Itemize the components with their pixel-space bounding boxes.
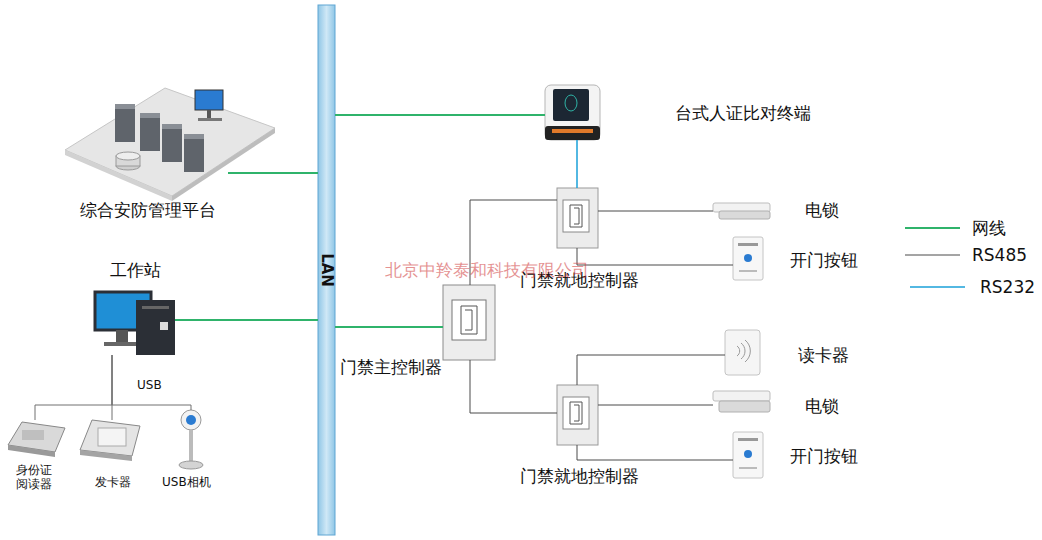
legend-text: 网线 (972, 218, 1006, 238)
workstation-node: 工作站 (95, 292, 175, 355)
main-controller-node: 门禁主控制器 (443, 285, 495, 360)
legend-text: RS232 (980, 277, 1035, 297)
node-label: 开门按钮 (790, 250, 858, 270)
card-issuer-icon (80, 420, 140, 461)
card-reader-icon (725, 330, 760, 375)
connector (112, 355, 191, 410)
node-label: 门禁就地控制器 (520, 466, 639, 486)
main-controller-icon (443, 285, 495, 360)
node-label: 发卡器 (95, 475, 131, 489)
legend-line-sample (905, 255, 960, 256)
platform-node: 综合安防管理平台 (70, 85, 228, 195)
workstation-icon (95, 292, 175, 355)
connector (228, 172, 318, 174)
node-label: 工作站 (110, 260, 161, 280)
legend-line-sample (905, 227, 960, 229)
server-cluster-icon (65, 88, 275, 201)
connector (577, 248, 733, 265)
node-label: 门禁主控制器 (340, 357, 442, 377)
port-label: USB (137, 378, 162, 392)
exit-button-icon (733, 432, 763, 478)
node-label: 电锁 (805, 200, 839, 220)
node-label: 读卡器 (798, 345, 849, 365)
connector (577, 445, 733, 460)
legend-text: RS485 (972, 245, 1027, 265)
id-reader-icon (8, 422, 65, 457)
lan-band-node: LAN (318, 5, 335, 535)
node-label: 综合安防管理平台 (80, 200, 216, 220)
lock-node: 电锁 (713, 203, 770, 220)
button-node: 开门按钮 (733, 432, 763, 478)
controller-node: 门禁就地控制器 (557, 188, 598, 248)
node-label: USB相机 (162, 475, 211, 489)
connector (35, 355, 112, 420)
connector (598, 405, 713, 406)
connector (175, 319, 318, 321)
face-terminal-icon (545, 85, 600, 140)
button-node: 开门按钮 (733, 237, 763, 280)
watermark: 北京中羚泰和科技有限公司 (385, 260, 589, 280)
node-label: 开门按钮 (790, 446, 858, 466)
node-label: 身份证 阅读器 (12, 463, 56, 492)
legend-line-sample (910, 286, 965, 288)
controller-node: 门禁就地控制器 (557, 385, 598, 445)
connector (112, 355, 113, 420)
exit-button-icon (733, 237, 763, 280)
card-issuer-node: 发卡器 (80, 420, 140, 461)
lan-band (318, 5, 335, 535)
connector (470, 360, 557, 413)
reader-node: 读卡器 (725, 330, 760, 375)
lock-node: 电锁 (713, 390, 770, 413)
connector (598, 211, 713, 212)
local-controller-icon (557, 385, 598, 445)
node-label: 台式人证比对终端 (675, 103, 811, 123)
connector (577, 355, 725, 385)
terminal-node: 台式人证比对终端 (545, 85, 600, 140)
electric-lock-icon (713, 203, 770, 219)
usb-camera-icon (179, 410, 203, 469)
camera-node: USB相机 (178, 410, 205, 470)
connector (335, 326, 443, 328)
connector (335, 114, 545, 116)
node-label: 电锁 (805, 396, 839, 416)
node-label: LAN (318, 253, 336, 287)
local-controller-icon (557, 188, 598, 248)
electric-lock-icon (713, 391, 770, 412)
id-reader-node: 身份证 阅读器 (8, 420, 65, 457)
connector (576, 140, 578, 188)
